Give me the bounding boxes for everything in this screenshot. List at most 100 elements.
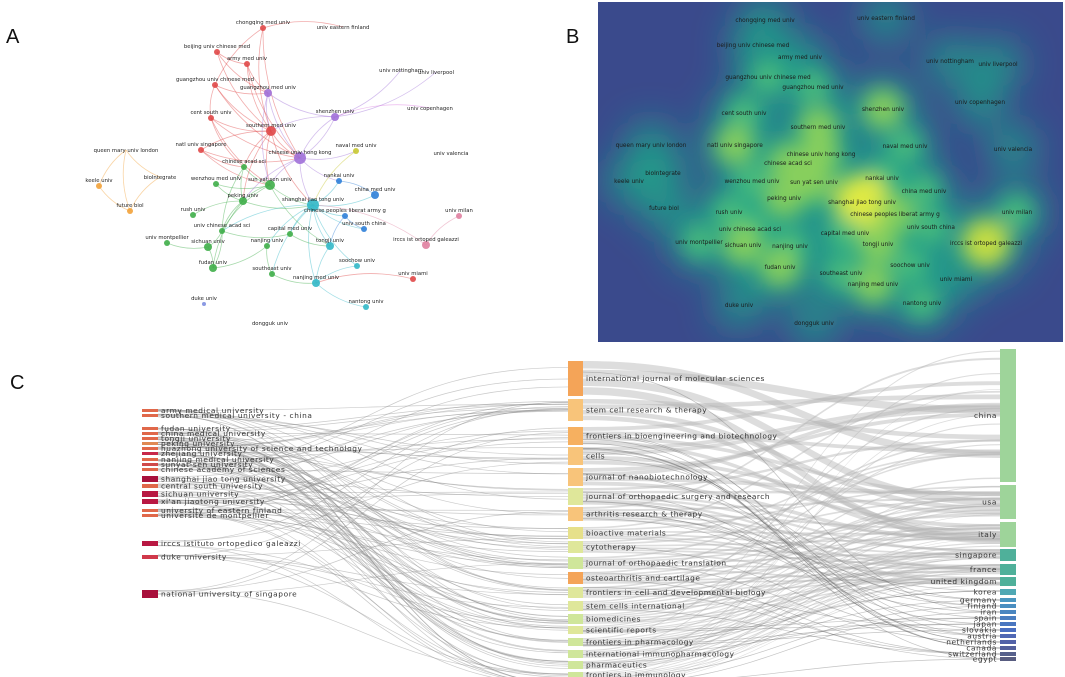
network-edge bbox=[192, 200, 244, 216]
journal-label-cells: cells bbox=[586, 452, 605, 461]
network-edge bbox=[334, 71, 437, 118]
density-label-chongqing-med-univ: chongqing med univ bbox=[735, 18, 795, 24]
institution-node-southern-medical-university-china bbox=[142, 414, 158, 417]
sankey-link-journal-country bbox=[582, 590, 1001, 647]
sankey-link-institution-journal bbox=[157, 453, 569, 677]
country-node-korea bbox=[1000, 589, 1016, 595]
network-node-fudan-univ bbox=[209, 264, 217, 272]
network-node-capital-med-univ bbox=[287, 231, 293, 237]
network-edge bbox=[271, 204, 314, 275]
network-edge bbox=[214, 84, 272, 132]
density-label-nankai-univ: nankai univ bbox=[865, 176, 899, 182]
sankey-link-journal-country bbox=[583, 456, 1000, 515]
network-node-nanjing-univ bbox=[264, 243, 270, 249]
density-label-keele-univ: keele univ bbox=[614, 179, 644, 185]
density-label-univ-milan: univ milan bbox=[1002, 210, 1033, 216]
density-label-nantong-univ: nantong univ bbox=[903, 301, 942, 307]
country-label-usa: usa bbox=[982, 498, 997, 507]
network-edge bbox=[261, 92, 271, 186]
journal-label-osteoarthritis-and-cartilage: osteoarthritis and cartilage bbox=[586, 574, 700, 583]
network-label-nantong-univ: nantong univ bbox=[348, 299, 383, 305]
sankey-link-journal-country bbox=[582, 435, 1001, 631]
sankey-link-institution-journal bbox=[157, 414, 518, 677]
sankey-link-journal-country bbox=[583, 451, 1000, 543]
network-edge bbox=[210, 117, 272, 132]
network-node-sun-yat-sen-univ bbox=[265, 180, 275, 190]
sankey-link-journal-country bbox=[583, 578, 1000, 634]
network-node-future-biol bbox=[127, 208, 133, 214]
sankey-link-journal-country bbox=[582, 599, 1001, 664]
sankey-link-journal-country bbox=[583, 412, 1000, 472]
country-label-united-kingdom: united kingdom bbox=[931, 577, 997, 586]
journal-label-bioactive-materials: bioactive materials bbox=[586, 529, 666, 538]
country-label-italy: italy bbox=[978, 530, 997, 539]
network-label-army-med-univ: army med univ bbox=[227, 56, 267, 62]
sankey-link-journal-country bbox=[583, 564, 1000, 633]
journal-label-scientific-reports: scientific reports bbox=[586, 626, 657, 635]
institution-node-university-of-eastern-finland bbox=[142, 509, 158, 512]
density-label-fudan-univ: fudan univ bbox=[765, 265, 796, 271]
sankey-link-journal-country bbox=[583, 512, 1000, 576]
network-edge bbox=[270, 116, 336, 132]
density-label-shenzhen-univ: shenzhen univ bbox=[862, 107, 905, 113]
network-label-beijing-univ-chinese-med: beijing univ chinese med bbox=[184, 44, 250, 50]
sankey-link-journal-country bbox=[583, 440, 1000, 539]
sankey-link-institution-journal bbox=[157, 509, 569, 511]
panel-label-a: A bbox=[6, 26, 20, 48]
network-edge bbox=[221, 204, 314, 232]
network-edge bbox=[221, 230, 291, 239]
sankey-link-institution-journal bbox=[157, 499, 569, 596]
sankey-link-journal-country bbox=[583, 565, 1000, 570]
sankey-nodes bbox=[142, 349, 1016, 677]
network-label-chinese-peoples-liberat-army-g: chinese peoples liberat army g bbox=[304, 208, 386, 214]
sankey-link-institution-journal bbox=[157, 443, 569, 460]
institution-label-huazhong-university-of-science-and-technology: huazhong university of science and techn… bbox=[161, 444, 363, 453]
sankey-link-institution-journal bbox=[157, 447, 569, 454]
density-label-tongji-univ: tongji univ bbox=[863, 242, 894, 248]
sankey-link-institution-journal bbox=[157, 444, 569, 617]
density-core-spot bbox=[728, 97, 760, 129]
network-label-biointegrate: bioIntegrate bbox=[144, 175, 176, 181]
sankey-link-institution-journal bbox=[157, 464, 569, 642]
sankey-link-institution-journal bbox=[157, 403, 569, 449]
sankey-link-institution-journal bbox=[157, 409, 569, 620]
sankey-link-journal-country bbox=[583, 557, 1000, 632]
sankey-link-journal-country bbox=[583, 524, 1000, 665]
panel-label-b: B bbox=[566, 26, 580, 48]
sankey-link-journal-country bbox=[583, 436, 1000, 497]
country-label-austria: austria bbox=[967, 632, 997, 641]
network-label-sun-yat-sen-univ: sun yat sen univ bbox=[248, 177, 292, 183]
journal-node-international-journal-of-molecular-sciences bbox=[568, 361, 583, 396]
sankey-link-journal-country bbox=[583, 497, 1000, 512]
sankey-link-institution-journal bbox=[157, 409, 569, 515]
sankey-link-institution-journal bbox=[157, 457, 569, 504]
sankey-link-journal-country bbox=[583, 533, 1000, 556]
network-node-chinese-acad-sci bbox=[241, 164, 247, 170]
density-label-wenzhou-med-univ: wenzhou med univ bbox=[725, 179, 780, 185]
network-edge bbox=[312, 204, 358, 267]
institution-label-universite-de-montpellier: universite de montpellier bbox=[161, 511, 269, 520]
sankey-link-journal-country bbox=[583, 402, 1000, 477]
sankey-link-institution-journal bbox=[157, 554, 569, 675]
sankey-link-journal-country bbox=[583, 408, 1000, 456]
journal-node-pharmaceutics bbox=[568, 661, 583, 669]
institution-label-shanghai-jiao-tong-university: shanghai jiao tong university bbox=[161, 475, 286, 484]
sankey-link-institution-journal bbox=[157, 437, 569, 589]
network-edge bbox=[221, 166, 245, 232]
sankey-link-institution-journal bbox=[157, 386, 569, 485]
network-edge bbox=[125, 149, 161, 178]
country-label-egypt: egypt bbox=[973, 655, 997, 664]
density-label-queen-mary-univ-london: queen mary univ london bbox=[616, 143, 687, 149]
density-core-spot bbox=[908, 175, 940, 207]
country-label-switzerland: switzerland bbox=[948, 650, 997, 659]
network-edge bbox=[200, 130, 272, 151]
sankey-link-journal-country bbox=[583, 509, 1000, 641]
density-core-spot bbox=[875, 194, 915, 234]
network-node-natl-univ-singapore bbox=[198, 147, 204, 153]
network-label-univ-milan: univ milan bbox=[445, 208, 473, 214]
network-edge bbox=[315, 282, 367, 308]
network-node-peking-univ bbox=[239, 197, 247, 205]
sankey-link-institution-journal bbox=[157, 441, 569, 502]
sankey-link-institution-journal bbox=[157, 555, 569, 595]
